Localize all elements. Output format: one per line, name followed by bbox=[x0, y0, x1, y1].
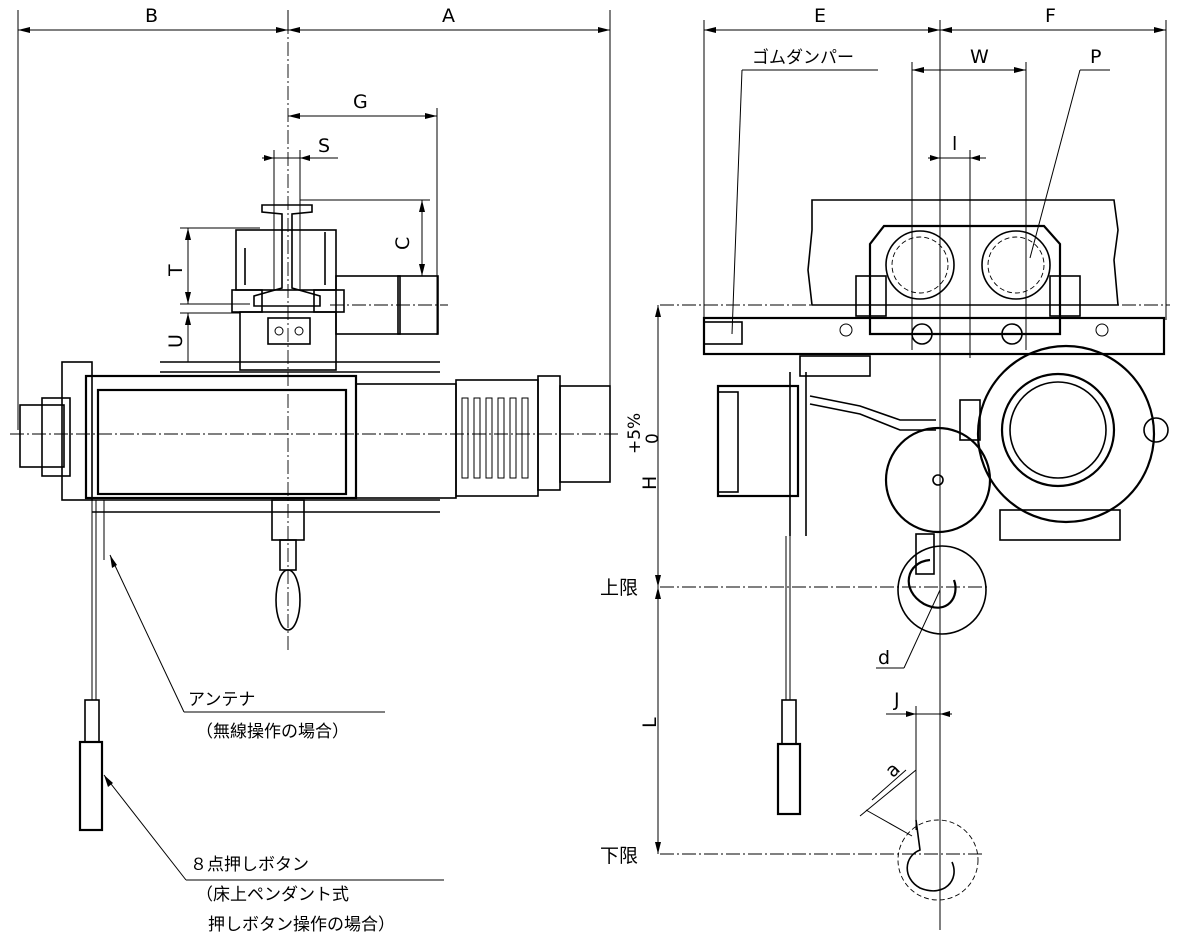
motor-fins bbox=[461, 397, 529, 479]
rope-drum bbox=[799, 355, 992, 534]
dimension-T bbox=[180, 227, 260, 305]
rubber-damper-leader bbox=[731, 69, 878, 335]
dimension-J bbox=[886, 706, 952, 830]
dim-label-F: F bbox=[1045, 5, 1056, 27]
dim-label-P: P bbox=[1090, 46, 1101, 68]
dim-label-G: G bbox=[353, 91, 368, 113]
dimension-H bbox=[655, 305, 661, 587]
pendant-cable-front bbox=[78, 500, 105, 832]
pendant-leader bbox=[103, 774, 444, 881]
dimension-B-A bbox=[17, 10, 611, 430]
pendant-note-line3: 押しボタン操作の場合） bbox=[208, 915, 395, 935]
control-box-side bbox=[716, 372, 807, 536]
antenna-note-line1: アンテナ bbox=[188, 690, 255, 710]
crossbar bbox=[660, 304, 1170, 356]
dim-label-C: C bbox=[392, 237, 414, 250]
dim-label-H-tol-upper: +5% bbox=[625, 413, 645, 454]
dim-label-U: U bbox=[165, 334, 187, 348]
antenna-leader bbox=[109, 554, 385, 713]
dim-label-L: L bbox=[639, 717, 661, 728]
hook-upper bbox=[660, 533, 990, 635]
rubber-damper-note: ゴムダンパー bbox=[752, 47, 854, 68]
dim-label-S: S bbox=[318, 135, 330, 157]
hoist-motor-side bbox=[959, 344, 1169, 541]
dim-label-J: J bbox=[893, 689, 900, 711]
traverse-motor bbox=[330, 275, 448, 335]
dimension-C bbox=[300, 199, 430, 276]
pendant-note-line2: （床上ペンダント式 bbox=[196, 885, 349, 905]
dim-label-a: a bbox=[881, 758, 905, 782]
pendant-cable-side bbox=[776, 536, 802, 816]
dimension-a bbox=[859, 769, 917, 837]
beam-side bbox=[807, 199, 1119, 306]
dimension-S bbox=[262, 150, 338, 290]
dim-label-A: A bbox=[442, 5, 455, 27]
dim-label-H: H bbox=[639, 476, 661, 490]
pendant-note-line1: ８点押しボタン bbox=[190, 855, 309, 875]
dimension-l bbox=[928, 150, 986, 358]
dim-label-H-tol-lower: 0 bbox=[643, 433, 663, 444]
side-view: E F W l P ゴムダンパー bbox=[600, 5, 1170, 930]
dim-label-W: W bbox=[970, 46, 989, 68]
dimension-W bbox=[911, 62, 1027, 350]
lower-limit-label: 下限 bbox=[600, 845, 638, 867]
hook-lower bbox=[660, 819, 984, 901]
antenna-note-line2: （無線操作の場合） bbox=[196, 722, 349, 742]
d-leader bbox=[876, 589, 941, 669]
trolley-side bbox=[855, 224, 1081, 345]
dim-label-T: T bbox=[165, 264, 187, 277]
upper-limit-label: 上限 bbox=[600, 577, 638, 599]
dim-label-d: d bbox=[878, 647, 890, 669]
i-beam-rail bbox=[253, 204, 321, 307]
hook-block-front bbox=[271, 20, 305, 650]
front-view: B A G S C bbox=[10, 5, 620, 935]
hoist-body bbox=[10, 361, 620, 513]
dim-label-B: B bbox=[145, 5, 158, 27]
dimension-L bbox=[655, 587, 661, 854]
dim-label-l: l bbox=[952, 133, 957, 155]
dimension-G bbox=[288, 108, 438, 335]
p-leader bbox=[1029, 69, 1110, 259]
dimension-U bbox=[180, 312, 240, 362]
dim-label-E: E bbox=[814, 5, 826, 27]
